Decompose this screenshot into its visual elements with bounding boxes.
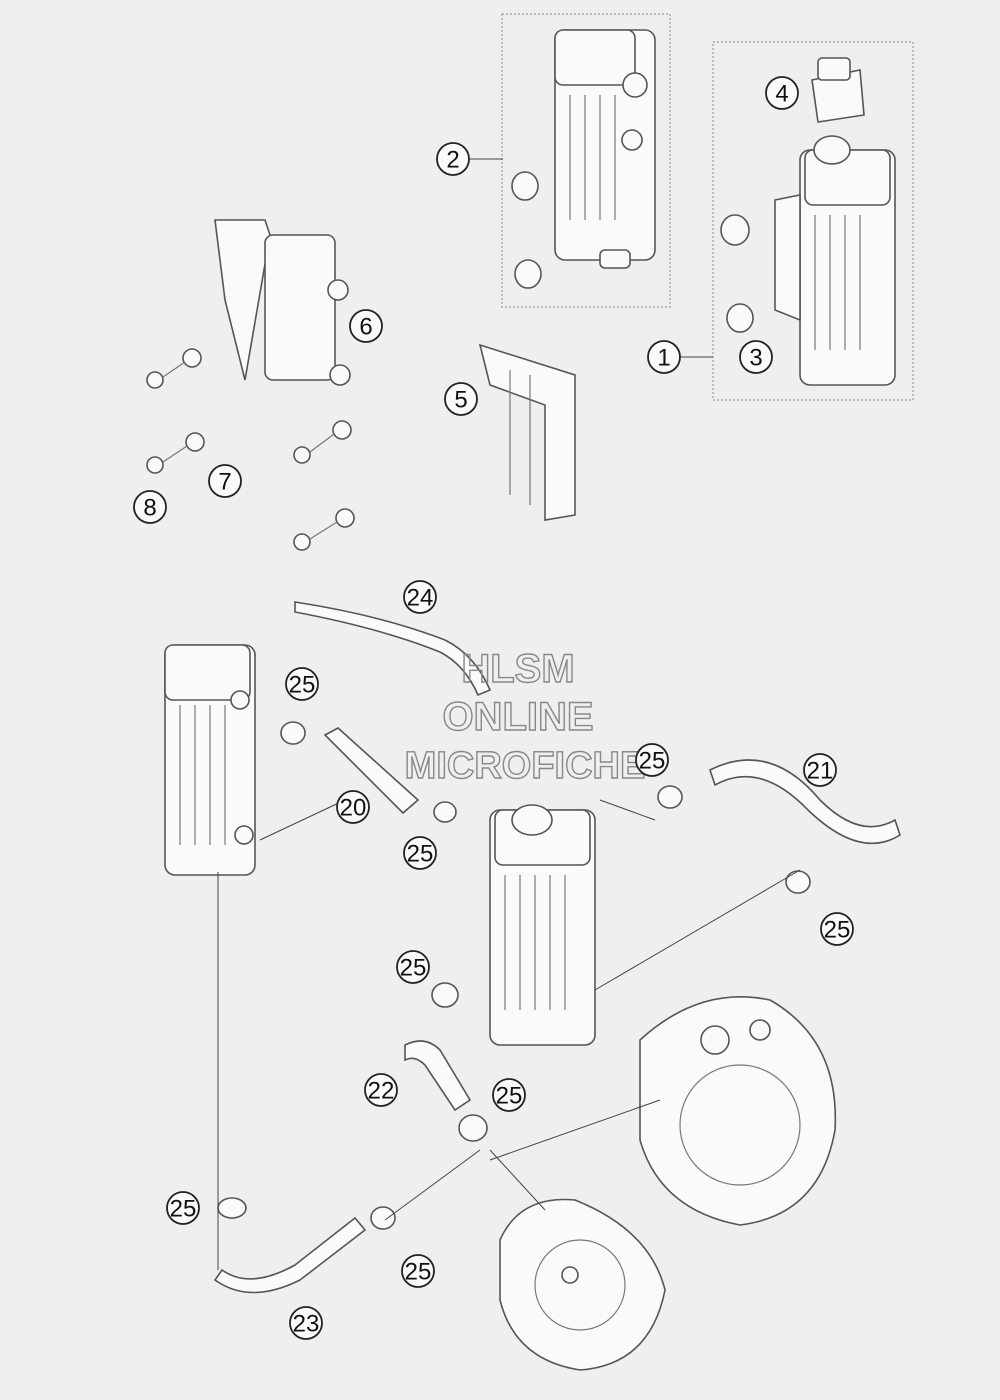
svg-text:25: 25 [170, 1196, 197, 1223]
hose-22-part [404, 1040, 472, 1112]
radiator-left-part [774, 135, 896, 386]
callout-8: 8 [133, 490, 167, 524]
svg-text:25: 25 [407, 841, 434, 868]
callout-7: 7 [208, 464, 242, 498]
callout-25-h: 25 [401, 1254, 435, 1288]
svg-text:25: 25 [289, 672, 316, 699]
svg-text:20: 20 [340, 795, 367, 822]
radiator-right-part [554, 29, 656, 269]
clamp-part [217, 721, 811, 1230]
radiator-guard-part [214, 219, 351, 386]
callout-25-c: 25 [403, 836, 437, 870]
callout-23: 23 [289, 1306, 323, 1340]
svg-text:5: 5 [454, 387, 467, 414]
hose-23-part [213, 1216, 367, 1294]
watermark-line2: ONLINE [442, 695, 593, 739]
callout-25-b: 25 [635, 743, 669, 777]
callout-4: 4 [765, 76, 799, 110]
group-frame-2 [501, 13, 671, 308]
svg-text:25: 25 [405, 1259, 432, 1286]
svg-text:6: 6 [359, 314, 372, 341]
watermark-line3: MICROFICHE [405, 745, 646, 787]
callout-1: 1 [647, 340, 681, 374]
bolt-hardware-part [146, 348, 355, 551]
water-pump-cover-part [499, 1198, 666, 1371]
svg-text:25: 25 [496, 1083, 523, 1110]
svg-text:24: 24 [407, 585, 434, 612]
hose-20-part [323, 727, 420, 815]
callout-25-e: 25 [396, 950, 430, 984]
callout-22: 22 [364, 1073, 398, 1107]
callout-5: 5 [444, 382, 478, 416]
svg-text:7: 7 [218, 469, 231, 496]
svg-text:1: 1 [657, 345, 670, 372]
group-frame-1 [712, 41, 914, 401]
engine-case-part [639, 996, 837, 1226]
callout-25-g: 25 [166, 1191, 200, 1225]
svg-text:25: 25 [400, 955, 427, 982]
svg-text:21: 21 [807, 758, 834, 785]
callout-25-d: 25 [820, 912, 854, 946]
grommet-pair-part [720, 214, 754, 333]
grommet-part [511, 171, 542, 289]
upper-hose-24-part [294, 601, 492, 697]
leader-lines [217, 158, 801, 1270]
svg-text:3: 3 [749, 345, 762, 372]
svg-text:25: 25 [639, 748, 666, 775]
callout-21: 21 [803, 753, 837, 787]
svg-text:4: 4 [775, 81, 788, 108]
callout-2: 2 [436, 142, 470, 176]
svg-text:2: 2 [446, 147, 459, 174]
radiator-cap-part [811, 57, 865, 123]
callout-3: 3 [739, 340, 773, 374]
watermark-line1: HLSM [461, 647, 574, 691]
callout-6: 6 [349, 309, 383, 343]
watermark: HLSM ONLINE MICROFICHE [404, 646, 646, 787]
svg-text:25: 25 [824, 917, 851, 944]
callout-25-f: 25 [492, 1078, 526, 1112]
radiator-bracket-part [478, 343, 576, 521]
svg-text:23: 23 [293, 1311, 320, 1338]
lower-radiator-left-part [489, 804, 596, 1046]
callout-24: 24 [403, 580, 437, 614]
svg-text:8: 8 [143, 495, 156, 522]
lower-radiator-right-part [164, 644, 256, 876]
svg-text:22: 22 [368, 1078, 395, 1105]
hose-21-part [709, 759, 901, 845]
callout-20: 20 [336, 790, 370, 824]
callout-25-a: 25 [285, 667, 319, 701]
